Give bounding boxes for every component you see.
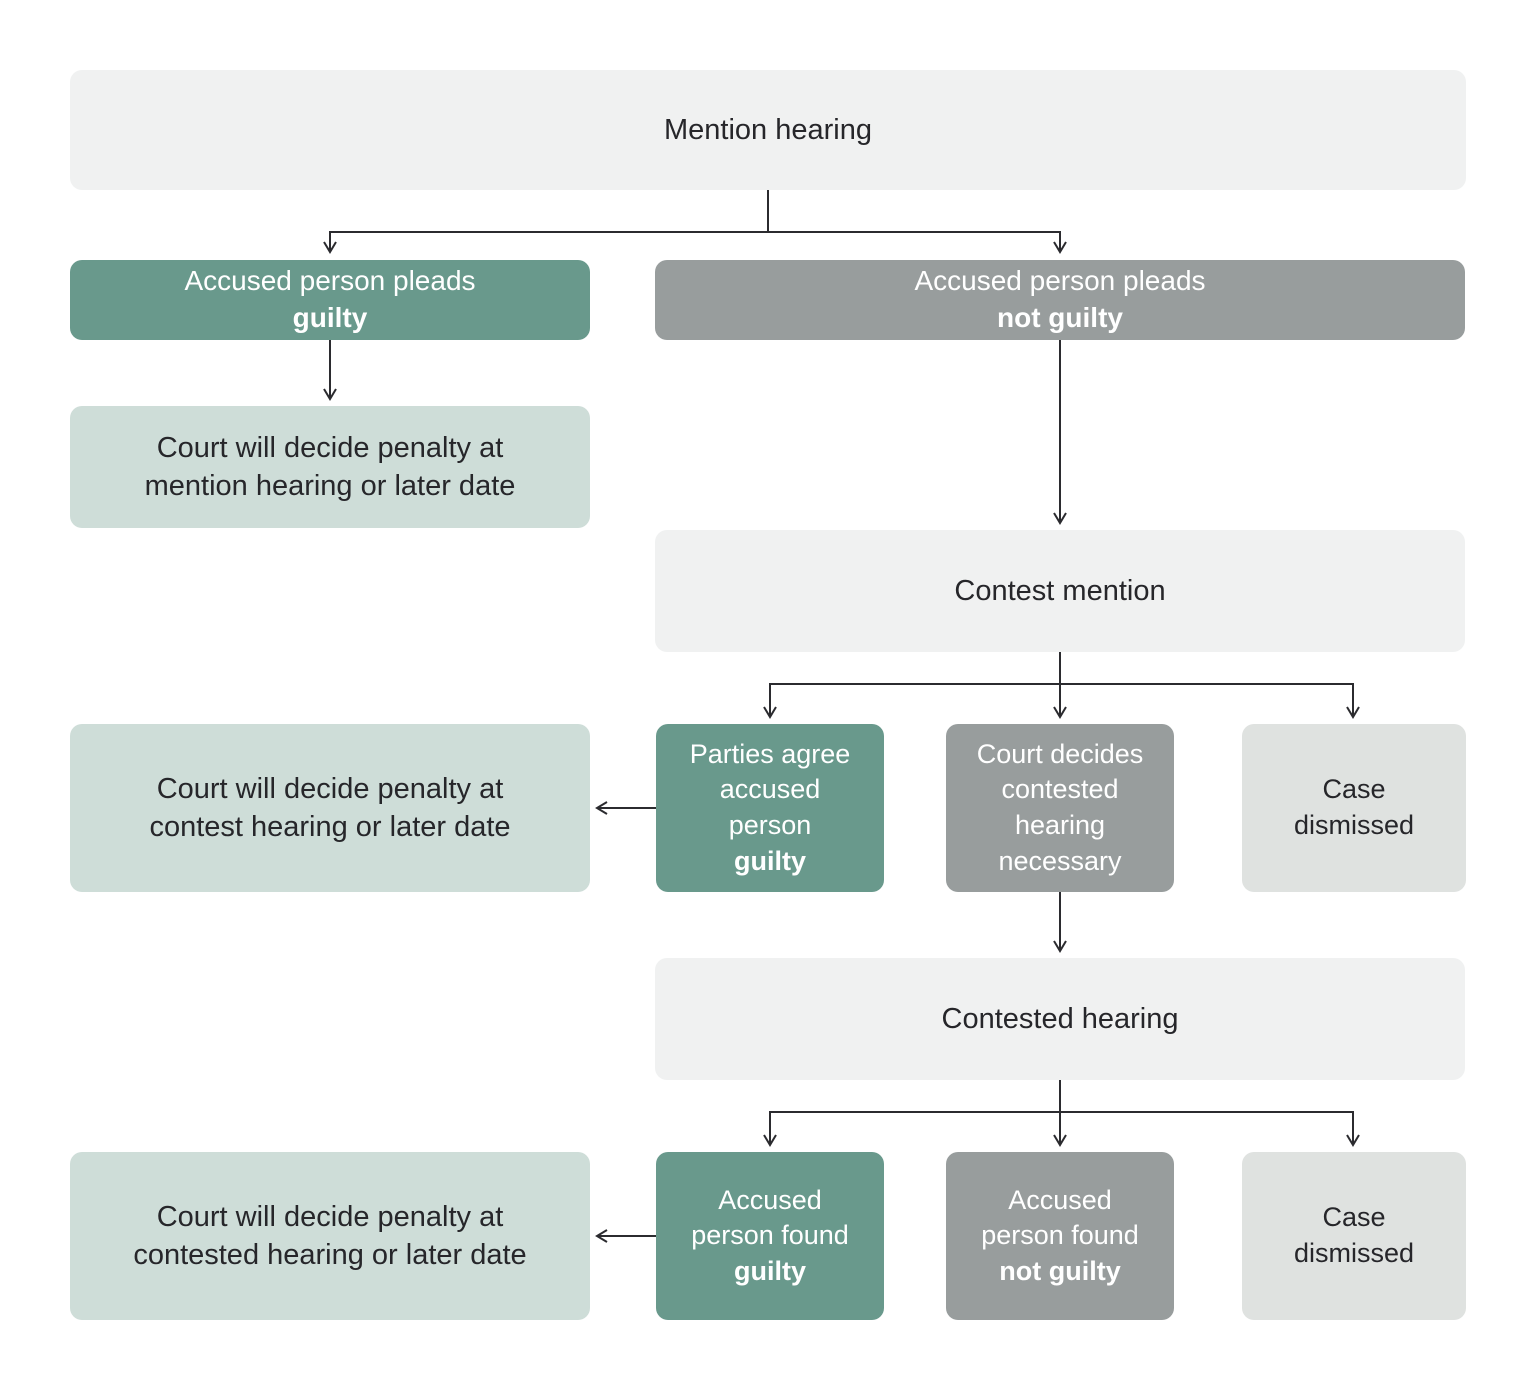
node-contested-hearing: Contested hearing [655,958,1465,1080]
node-label-line: guilty [734,845,806,876]
node-label-line: Court decides [976,738,1144,769]
node-contest-mention: Contest mention [655,530,1465,652]
node-mention-hearing: Mention hearing [70,70,1466,190]
node-label-line: Accused person pleads [914,265,1206,297]
node-penalty-contest-hearing: Court will decide penalty at contest hea… [70,724,590,892]
node-label-line: Court will decide penalty at [156,772,504,805]
node-label: Contested hearing [941,1002,1179,1035]
node-parties-agree-guilty: Parties agree accused person guilty [656,724,884,892]
node-label-line: contested hearing or later date [133,1239,527,1271]
node-label-line: contested [1001,774,1119,805]
arrow-contest-to-case-dismissed [1060,683,1360,719]
node-label-line: guilty [292,302,368,333]
node-penalty-contested-hearing: Court will decide penalty at contested h… [70,1152,590,1320]
node-label-line: Case [1322,774,1386,805]
node-label-line: accused [719,774,821,805]
node-pleads-not-guilty: Accused person pleads not guilty [655,260,1465,340]
node-label-line: Case [1322,1202,1386,1233]
node-case-dismissed-contest: Case dismissed [1242,724,1466,892]
node-label-line: Accused person pleads [184,265,476,297]
node-label-line: dismissed [1293,810,1415,840]
arrow-contested-to-found-guilty [763,1080,1061,1147]
node-case-dismissed-contested: Case dismissed [1242,1152,1466,1320]
node-label-line: Accused [718,1184,822,1215]
node-label-line: Court will decide penalty at [156,431,504,464]
node-label-line: not guilty [997,302,1123,333]
arrow-contest-to-parties-agree [763,652,1061,719]
node-label-line: person [728,810,812,840]
node-penalty-mention-hearing: Court will decide penalty at mention hea… [70,406,590,528]
node-label-line: contest hearing or later date [149,811,511,843]
node-label-line: person found [691,1220,849,1251]
node-label-line: hearing [1014,810,1106,840]
node-label-line: guilty [734,1255,806,1286]
node-label-line: dismissed [1293,1238,1415,1268]
node-label-line: necessary [998,845,1122,876]
node-pleads-guilty: Accused person pleads guilty [70,260,590,340]
node-label-line: not guilty [999,1255,1121,1286]
arrow-contested-to-case-dismissed [1060,1111,1360,1147]
node-label: Mention hearing [664,113,872,146]
node-court-decides-contested: Court decides contested hearing necessar… [946,724,1174,892]
arrow-mention-to-pleads-not-guilty [768,231,1067,254]
node-found-guilty: Accused person found guilty [656,1152,884,1320]
node-label-line: Accused [1008,1184,1112,1215]
node-label-line: mention hearing or later date [144,470,516,502]
arrow-mention-to-pleads-guilty [323,190,769,254]
node-label: Contest mention [954,574,1166,607]
node-label-line: person found [981,1220,1139,1251]
node-label-line: Parties agree [689,738,851,769]
node-found-not-guilty: Accused person found not guilty [946,1152,1174,1320]
node-label-line: Court will decide penalty at [156,1200,504,1233]
